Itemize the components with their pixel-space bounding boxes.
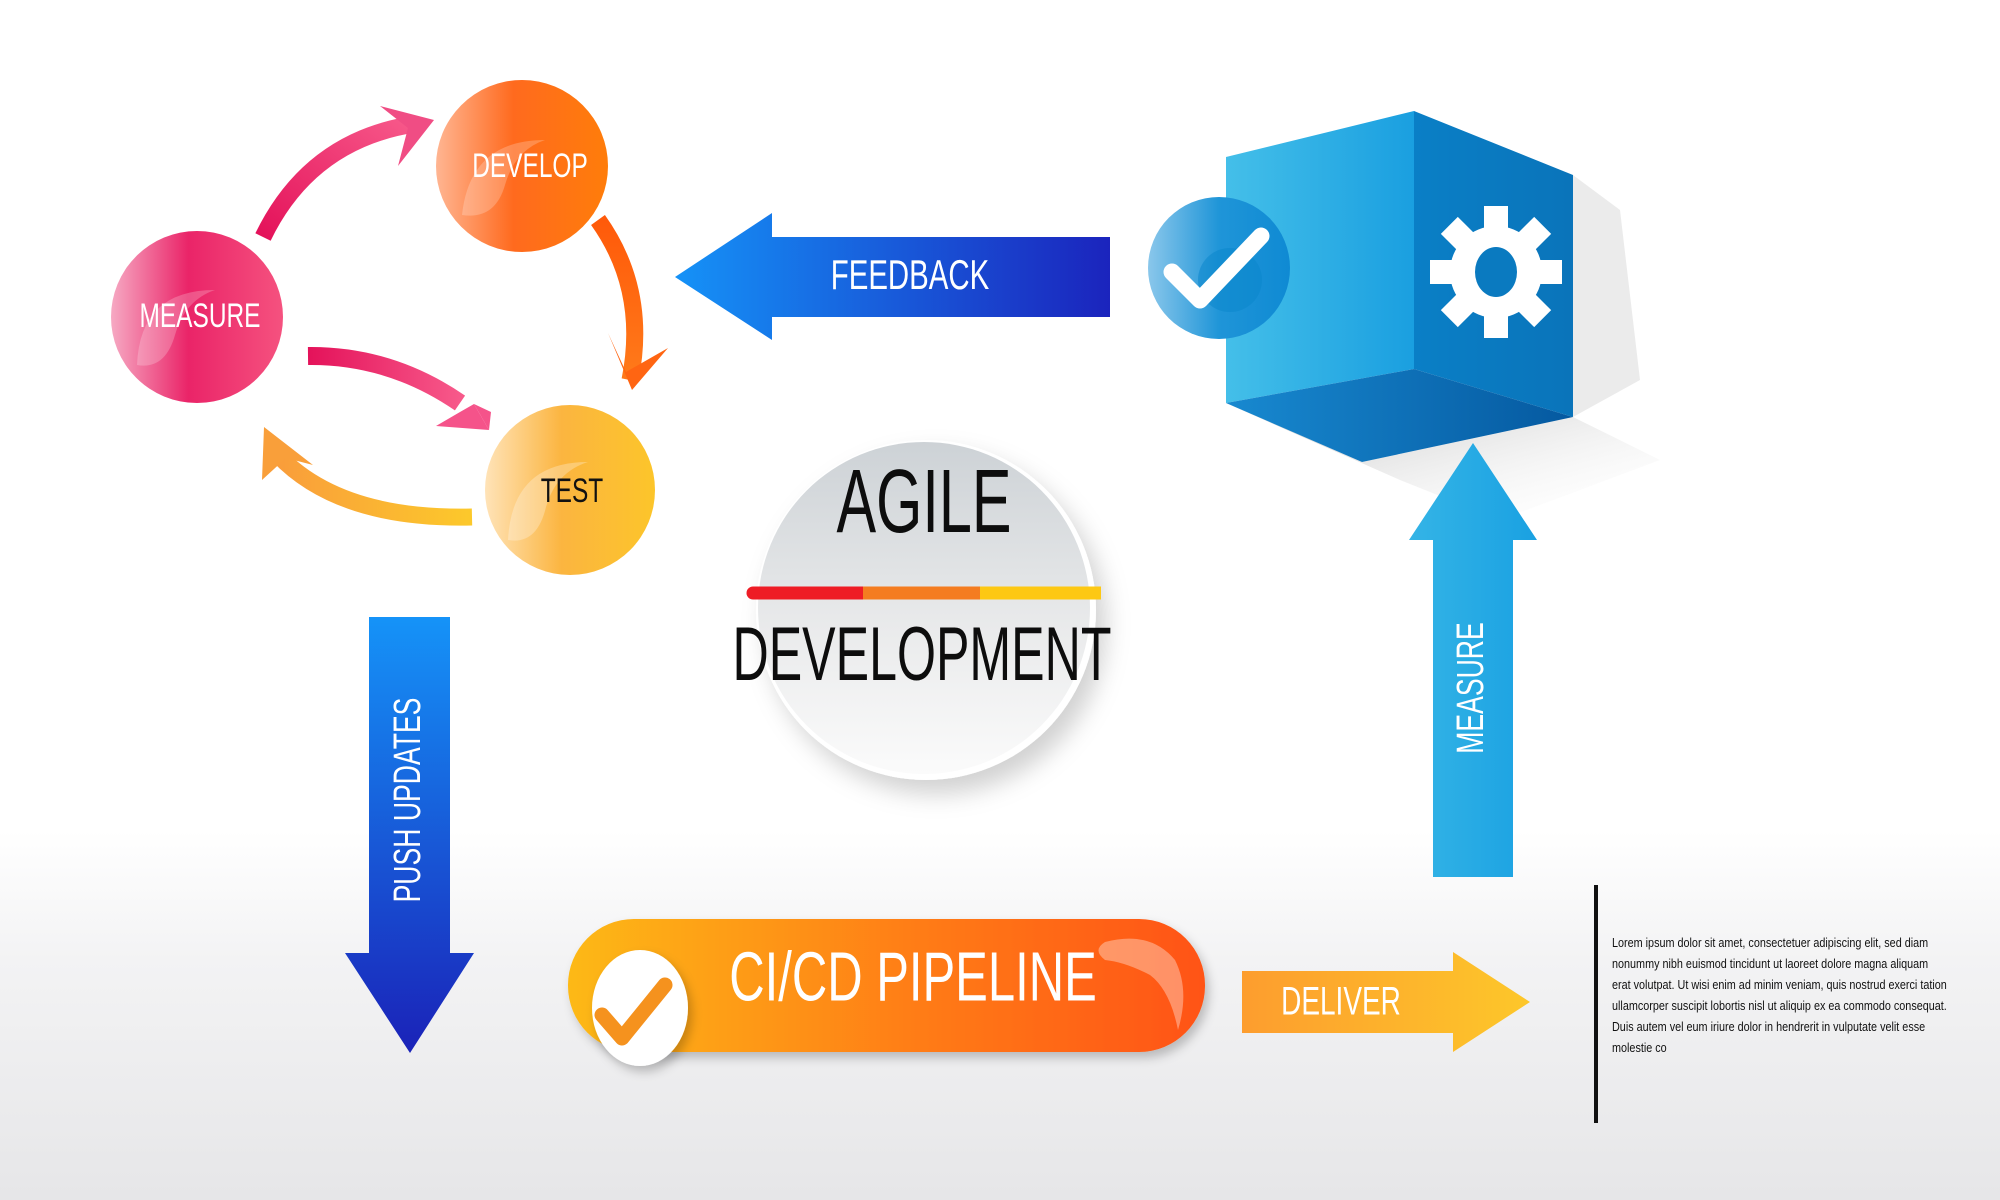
deliver-label: DELIVER: [1281, 980, 1401, 1024]
arc-arrow-develop-to-test: [591, 215, 668, 390]
check-icon: [594, 977, 673, 1046]
cycle-node-measure: MEASURE: [111, 231, 283, 403]
title-line2: DEVELOPMENT: [733, 612, 1112, 697]
title-disc: AGILE DEVELOPMENT: [733, 440, 1112, 780]
title-line1: AGILE: [837, 452, 1012, 552]
push-updates-label: PUSH UPDATES: [385, 698, 428, 903]
test-label: TEST: [541, 472, 604, 510]
check-icon: [1163, 227, 1270, 309]
feedback-arrow: FEEDBACK: [675, 213, 1110, 340]
cycle-node-develop: DEVELOP: [436, 80, 608, 252]
cube: [1148, 111, 1660, 520]
measure-arrow-label: MEASURE: [1448, 622, 1491, 753]
measure-arrow: MEASURE: [1409, 443, 1537, 877]
cube-front-face: [1226, 111, 1414, 403]
cycle-node-test: TEST: [485, 405, 655, 575]
description-divider: [1594, 885, 1598, 1123]
develop-label: DEVELOP: [472, 147, 588, 185]
measure-node-label: MEASURE: [139, 297, 260, 335]
description-text: Lorem ipsum dolor sit amet, consectetuer…: [1612, 935, 1947, 1055]
arc-arrow-test-to-measure: [262, 427, 473, 526]
pipeline-label: CI/CD PIPELINE: [729, 937, 1097, 1016]
title-divider: [746, 586, 1101, 600]
feedback-label: FEEDBACK: [831, 251, 989, 299]
push-updates-arrow: PUSH UPDATES: [345, 617, 474, 1053]
pipeline-check-badge: [592, 950, 688, 1066]
cube-check-badge: [1148, 197, 1290, 339]
arc-arrow-measure-to-test: [307, 346, 491, 430]
gear-icon: [1430, 206, 1562, 338]
arc-arrow-measure-to-develop: [255, 106, 434, 241]
cicd-pipeline-badge: CI/CD PIPELINE: [568, 919, 1205, 1066]
cube-bottom-face: [1226, 369, 1573, 462]
deliver-arrow: DELIVER: [1242, 952, 1530, 1052]
